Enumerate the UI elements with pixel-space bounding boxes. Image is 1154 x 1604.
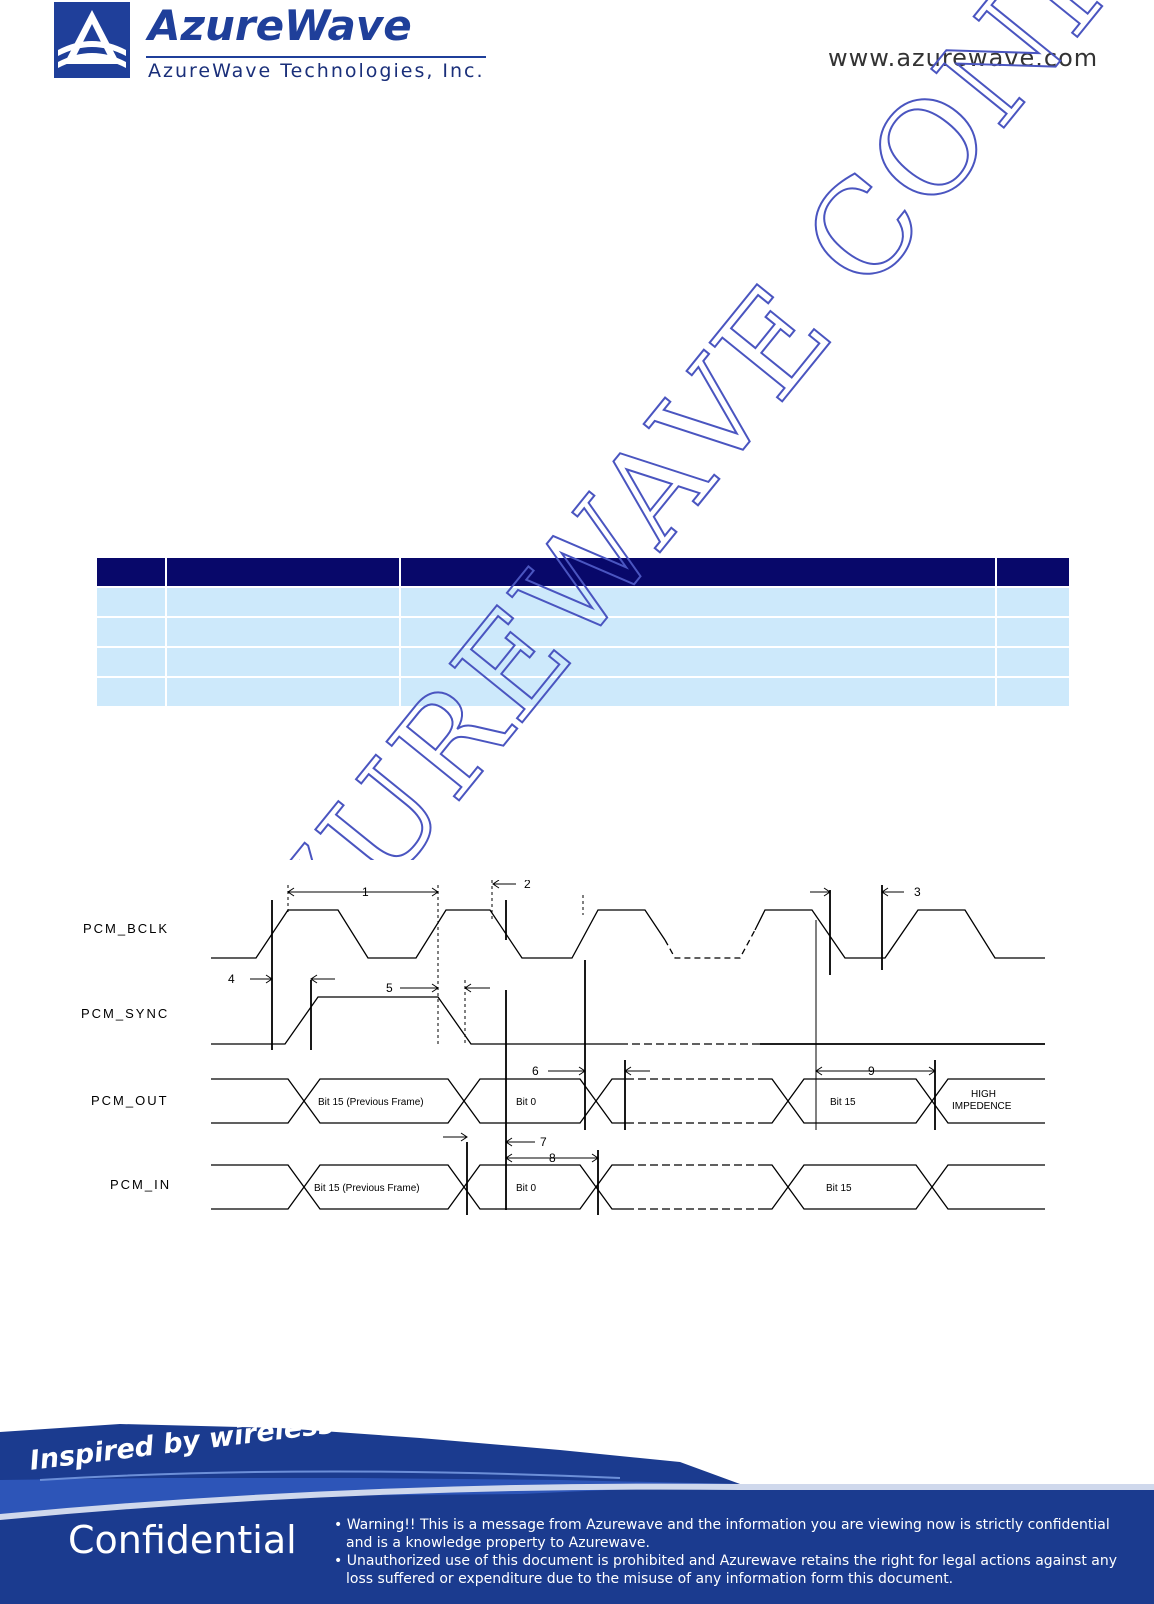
signal-label-pcm-bclk: PCM_BCLK <box>83 921 169 936</box>
azurewave-logo-icon <box>54 2 130 78</box>
table-row <box>97 677 1071 708</box>
watermark-text: AZUREWAVE CONFIDENTIAL <box>173 0 1154 900</box>
pcm-bclk-waveform-2 <box>754 909 1045 959</box>
table-row <box>97 647 1071 678</box>
table-cell <box>400 677 997 708</box>
table-header-cell <box>166 558 401 588</box>
table-cell <box>166 587 401 618</box>
table-header-cell <box>996 558 1071 588</box>
table-cell <box>996 647 1071 678</box>
table-cell <box>400 647 997 678</box>
table-cell <box>97 617 167 648</box>
brand-divider <box>146 56 486 58</box>
brand-subtitle: AzureWave Technologies, Inc. <box>148 60 485 82</box>
timing-reference-lines <box>271 885 936 1215</box>
footer-warning-2-text: Unauthorized use of this document is pro… <box>346 1553 1117 1587</box>
table-header-row <box>97 558 1071 588</box>
timing-marker-4: 4 <box>228 972 235 986</box>
timing-arrows <box>250 880 936 1163</box>
signal-label-pcm-in: PCM_IN <box>110 1177 171 1192</box>
table-cell <box>97 677 167 708</box>
table-header-cell <box>400 558 997 588</box>
pcm-timing-diagram: PCM_BCLK PCM_SYNC PCM_OUT PCM_IN Bit 15 … <box>81 880 1045 1215</box>
brand-name: AzureWave <box>148 1 412 50</box>
table-row <box>97 617 1071 648</box>
footer-warning-2: • Unauthorized use of this document is p… <box>334 1553 1117 1587</box>
footer-banner <box>0 1424 1154 1604</box>
table-cell <box>400 587 997 618</box>
confidential-watermark: AZUREWAVE CONFIDENTIAL <box>172 0 1154 900</box>
pcm-bclk-dashed <box>664 929 756 959</box>
footer-warning-1-text: Warning!! This is a message from Azurewa… <box>346 1517 1110 1551</box>
table-cell <box>97 647 167 678</box>
timing-marker-1: 1 <box>362 885 369 899</box>
pcm-out-bus <box>211 1078 1045 1124</box>
table-row <box>97 587 1071 618</box>
table-cell <box>166 647 401 678</box>
table-cell <box>996 617 1071 648</box>
table-cell <box>166 677 401 708</box>
timing-marker-5: 5 <box>386 981 393 995</box>
timing-spec-table <box>97 558 1071 708</box>
website-link[interactable]: www.azurewave.com <box>828 44 1099 72</box>
high-impedence-label-2: IMPEDENCE <box>952 1101 1012 1112</box>
timing-marker-7: 7 <box>540 1135 547 1149</box>
table-header-cell <box>97 558 167 588</box>
timing-marker-3: 3 <box>914 885 921 899</box>
table-cell <box>97 587 167 618</box>
timing-marker-2: 2 <box>524 880 531 891</box>
signal-label-pcm-sync: PCM_SYNC <box>81 1006 169 1021</box>
timing-marker-9: 9 <box>868 1064 875 1078</box>
timing-marker-6: 6 <box>532 1064 539 1078</box>
pcm-out-bit0-label: Bit 0 <box>516 1097 536 1108</box>
high-impedence-label-1: HIGH <box>971 1089 996 1100</box>
pcm-out-bit15-label: Bit 15 <box>830 1097 856 1108</box>
footer-warning-1: • Warning!! This is a message from Azure… <box>334 1517 1110 1551</box>
timing-marker-8: 8 <box>549 1151 556 1165</box>
pcm-in-bit15-label: Bit 15 <box>826 1183 852 1194</box>
table-cell <box>400 617 997 648</box>
timing-dashed-guides <box>287 880 817 1130</box>
footer-confidential-label: Confidential <box>68 1518 297 1562</box>
pcm-in-bit0-label: Bit 0 <box>516 1183 536 1194</box>
table-cell <box>996 677 1071 708</box>
table-cell <box>996 587 1071 618</box>
pcm-out-prev-frame-label: Bit 15 (Previous Frame) <box>318 1097 424 1108</box>
signal-label-pcm-out: PCM_OUT <box>91 1093 169 1108</box>
pcm-in-prev-frame-label: Bit 15 (Previous Frame) <box>314 1183 420 1194</box>
pcm-in-bus <box>211 1164 1045 1210</box>
table-cell <box>166 617 401 648</box>
